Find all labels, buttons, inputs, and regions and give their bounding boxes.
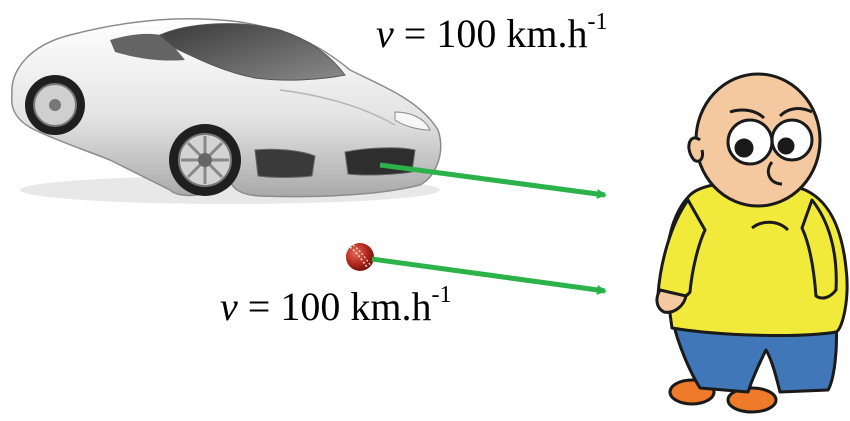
sports-car-image [10, 18, 442, 204]
car-velocity-label: v = 100 km.h-1 [376, 10, 607, 56]
worried-man-cartoon [655, 72, 849, 414]
car-velocity-value: 100 [436, 11, 497, 56]
ball-velocity-exponent: -1 [431, 281, 452, 308]
ball-velocity-unit: km.h [350, 284, 432, 329]
car-velocity-arrow [379, 162, 607, 199]
car-velocity-variable: v [376, 11, 394, 56]
ball-velocity-label: v = 100 km.h-1 [220, 283, 451, 329]
ball-velocity-value: 100 [280, 284, 341, 329]
car-velocity-equals: = [403, 11, 427, 56]
car-velocity-unit: km.h [506, 11, 588, 56]
cricket-ball-image [346, 243, 374, 271]
ball-velocity-variable: v [220, 284, 238, 329]
car-velocity-exponent: -1 [587, 8, 608, 35]
ball-velocity-arrow [371, 256, 607, 295]
ball-velocity-equals: = [247, 284, 271, 329]
